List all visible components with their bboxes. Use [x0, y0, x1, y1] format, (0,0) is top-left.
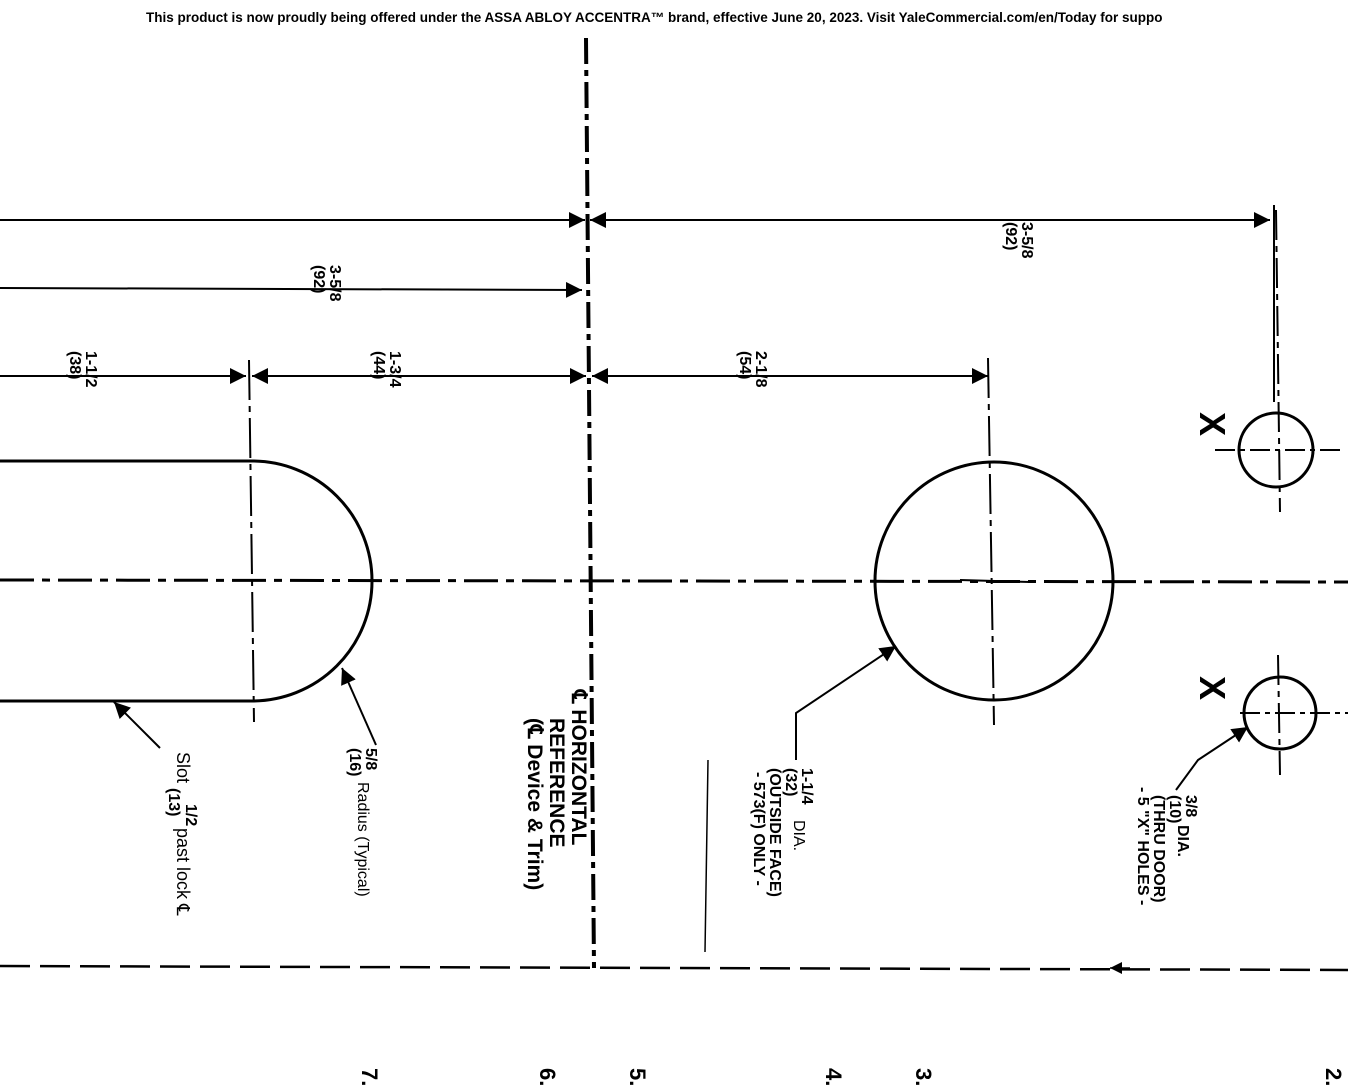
step-number-2: 2.: [1321, 1068, 1346, 1086]
large-hole-suffix: DIA.: [790, 820, 807, 851]
slot-label-pre: Slot: [173, 752, 193, 783]
dim-upper-left-mm: (92): [310, 265, 327, 293]
step-number-3: 3.: [911, 1068, 936, 1086]
small-hole-suffix: DIA.: [1174, 825, 1191, 857]
large-hole-note: (OUTSIDE FACE): [766, 768, 783, 897]
hole-centerline: [1275, 209, 1281, 513]
slot-label-post: past lock ℄: [173, 828, 193, 916]
extension-slot: [248, 359, 255, 723]
underline-large-hole: [704, 759, 709, 953]
x-mark-lower: X: [1192, 676, 1233, 700]
dim-slot-center-frac: 1-3/4: [386, 351, 403, 388]
step-number-4: 4.: [821, 1068, 846, 1086]
large-hole-crosshair: [959, 579, 1031, 583]
step-number-6: 6.: [535, 1068, 560, 1086]
leader-large-hole: [795, 645, 897, 760]
leader-slot: [113, 701, 161, 749]
step-number-5: 5.: [625, 1068, 650, 1086]
horizontal-ref-line1: ℄ HORIZONTAL: [567, 689, 590, 846]
centerline-vertical: [584, 37, 596, 969]
radius-label-post: Radius (Typical): [354, 782, 371, 897]
extension-hole: [987, 357, 995, 726]
small-hole-frac: 3/8: [1182, 795, 1199, 817]
horizontal-ref-line3: (℄ Device & Trim): [523, 718, 546, 890]
dim-slot-center-mm: (44): [370, 351, 387, 379]
leader-radius: [341, 667, 377, 746]
dim-upper-left-frac: 3-5/8: [326, 265, 343, 302]
x-mark-upper: X: [1192, 412, 1233, 436]
dim-hole-offset-mm: (54): [736, 351, 753, 379]
small-hole-count: - 5 "X" HOLES -: [1134, 787, 1151, 905]
step-number-7: 7.: [357, 1068, 382, 1086]
leader-small-hole: [1175, 726, 1249, 791]
dim-hole-offset-frac: 2-1/8: [752, 351, 769, 388]
notice-banner: This product is now proudly being offere…: [146, 10, 1163, 25]
slot-outline: [0, 459, 374, 703]
slot-label-frac: 1/2: [182, 804, 199, 826]
small-hole-note: (THRU DOOR): [1150, 795, 1167, 903]
large-hole-frac: 1-1/4: [798, 768, 815, 805]
dim-top-right-mm: (92): [1002, 222, 1019, 250]
slot-label-mm: (13): [165, 788, 182, 816]
large-hole-mm: (32): [782, 768, 799, 796]
centerline-horizontal: [0, 578, 1348, 584]
dim-line-upper-left: [0, 281, 583, 298]
hole-centerline-lower: [1277, 654, 1281, 776]
horizontal-ref-line2: REFERENCE: [545, 718, 568, 848]
dim-top-right-frac: 3-5/8: [1018, 222, 1035, 259]
large-hole-circle: [873, 460, 1115, 702]
dim-slot-left-frac: 1-1/2: [82, 351, 99, 388]
small-hole-mm: (10): [1166, 795, 1183, 823]
radius-label-frac: 5/8: [362, 748, 379, 770]
door-edge-line: [0, 964, 1348, 972]
dim-slot-left-mm: (38): [66, 351, 83, 379]
large-hole-model: - 573(F) ONLY -: [750, 772, 767, 886]
radius-label-mm: (16): [346, 748, 363, 776]
